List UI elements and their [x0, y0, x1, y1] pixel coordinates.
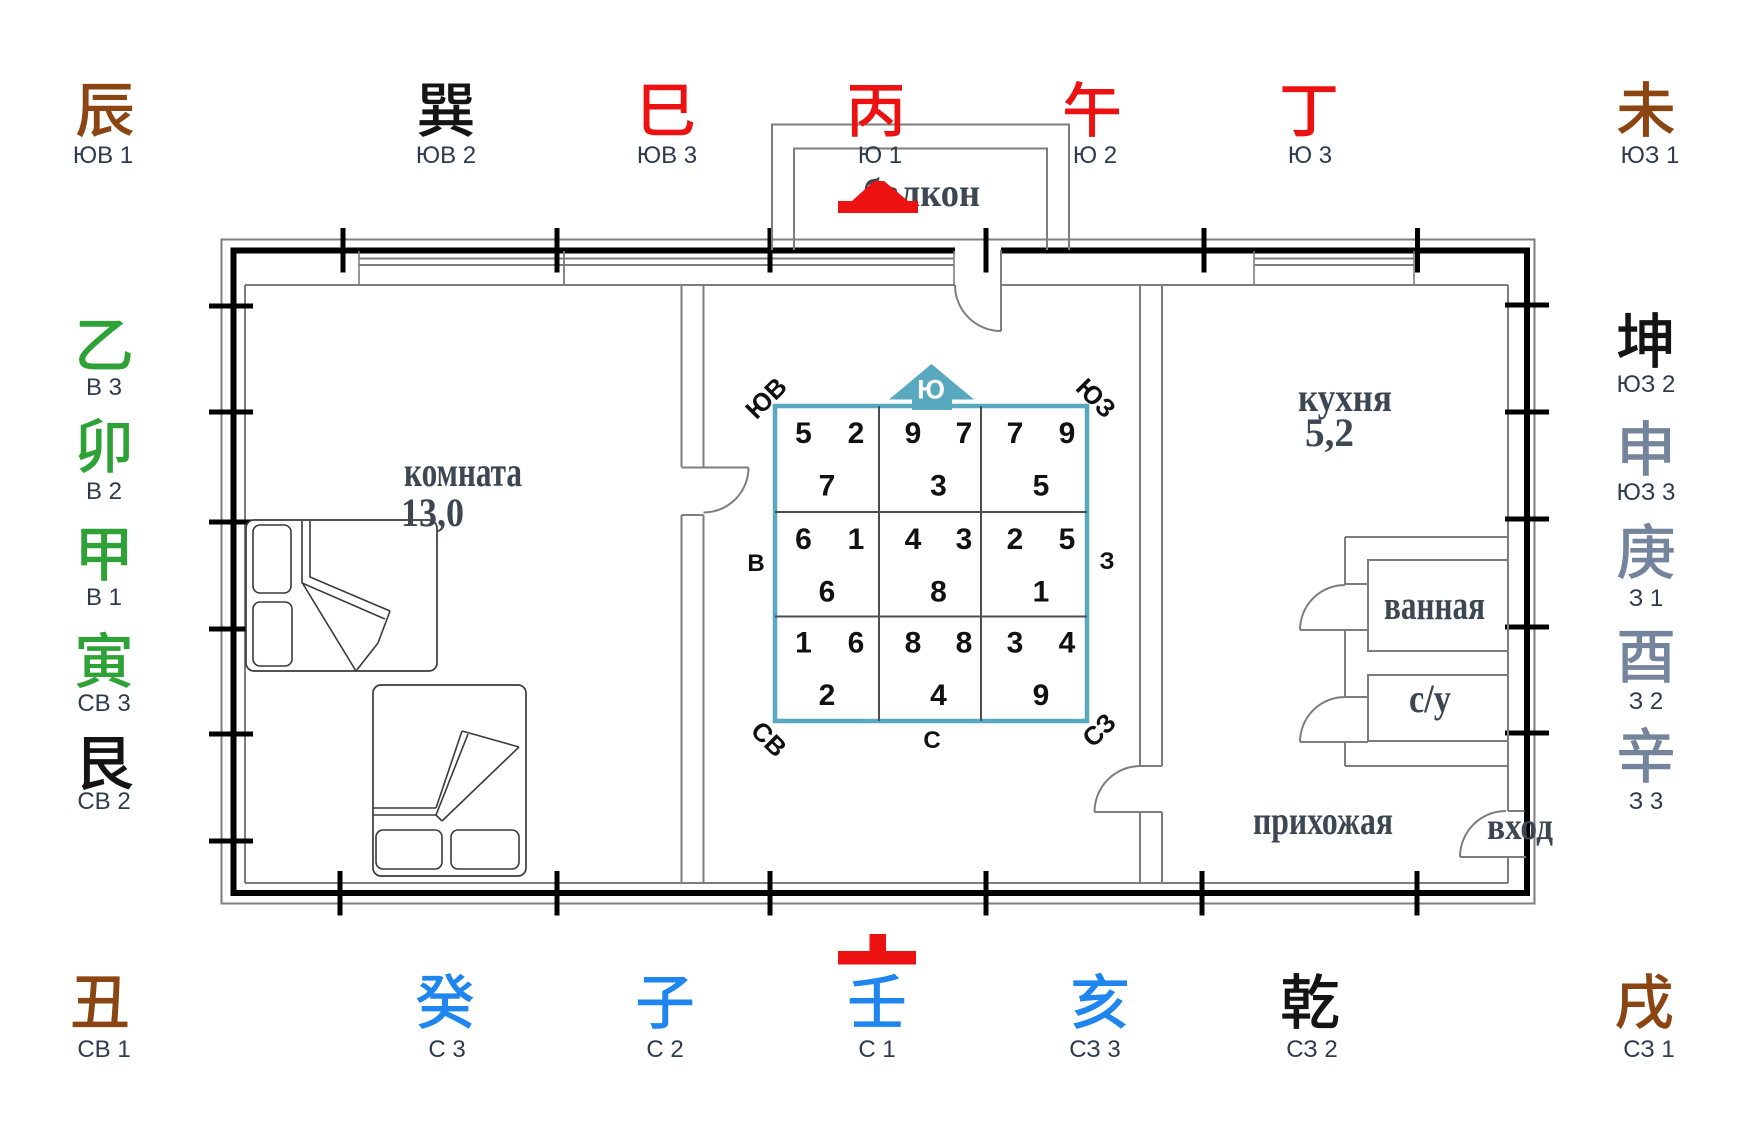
- svg-text:ванная: ванная: [1384, 582, 1485, 628]
- svg-text:ЮЗ 1: ЮЗ 1: [1621, 142, 1680, 169]
- svg-text:6: 6: [848, 627, 865, 660]
- svg-text:5: 5: [1033, 470, 1050, 503]
- svg-text:СЗ 3: СЗ 3: [1069, 1036, 1121, 1063]
- svg-text:6: 6: [795, 523, 812, 556]
- svg-text:2: 2: [848, 417, 865, 450]
- svg-text:ЮВ 2: ЮВ 2: [416, 142, 476, 169]
- svg-text:С 3: С 3: [428, 1036, 465, 1063]
- svg-text:с/у: с/у: [1409, 676, 1451, 721]
- svg-text:5: 5: [795, 417, 812, 450]
- svg-text:2: 2: [819, 679, 836, 712]
- svg-text:ЮЗ 3: ЮЗ 3: [1617, 479, 1676, 506]
- svg-text:С: С: [923, 727, 940, 754]
- svg-text:4: 4: [905, 523, 922, 556]
- svg-text:ЮВ 1: ЮВ 1: [73, 142, 133, 169]
- svg-text:3: 3: [930, 470, 947, 503]
- svg-text:8: 8: [956, 627, 973, 660]
- svg-text:СВ 2: СВ 2: [77, 788, 130, 815]
- svg-text:9: 9: [1059, 417, 1076, 450]
- svg-text:СЗ 1: СЗ 1: [1623, 1036, 1675, 1063]
- svg-text:3: 3: [956, 523, 973, 556]
- svg-text:2: 2: [1007, 523, 1024, 556]
- svg-text:В 2: В 2: [86, 478, 122, 505]
- svg-text:З: З: [1099, 548, 1114, 575]
- svg-text:вход: вход: [1487, 806, 1553, 848]
- svg-text:ЮЗ 2: ЮЗ 2: [1617, 371, 1676, 398]
- svg-text:1: 1: [1033, 576, 1050, 609]
- svg-text:9: 9: [1033, 679, 1050, 712]
- svg-text:8: 8: [905, 627, 922, 660]
- svg-text:кухня: кухня: [1298, 375, 1392, 420]
- svg-text:6: 6: [819, 576, 836, 609]
- svg-text:Ю 2: Ю 2: [1073, 142, 1117, 169]
- svg-text:Ю: Ю: [917, 375, 945, 405]
- svg-text:СЗ 2: СЗ 2: [1286, 1036, 1338, 1063]
- svg-text:СВ 1: СВ 1: [77, 1036, 130, 1063]
- svg-text:прихожая: прихожая: [1253, 798, 1393, 843]
- svg-text:ЮВ 3: ЮВ 3: [637, 142, 697, 169]
- svg-text:13,0: 13,0: [401, 490, 464, 535]
- svg-text:4: 4: [1059, 627, 1076, 660]
- svg-text:4: 4: [930, 679, 947, 712]
- svg-text:З 1: З 1: [1629, 585, 1664, 612]
- svg-text:5: 5: [1059, 523, 1076, 556]
- svg-text:Ю 3: Ю 3: [1288, 142, 1332, 169]
- svg-text:З 2: З 2: [1629, 688, 1664, 715]
- svg-text:3: 3: [1007, 627, 1024, 660]
- svg-text:В 1: В 1: [86, 584, 122, 611]
- svg-text:Ю 1: Ю 1: [858, 142, 902, 169]
- svg-text:1: 1: [848, 523, 865, 556]
- svg-text:СВ 3: СВ 3: [77, 690, 130, 717]
- svg-text:В: В: [747, 550, 764, 577]
- svg-text:С 2: С 2: [646, 1036, 683, 1063]
- svg-text:1: 1: [795, 627, 812, 660]
- svg-text:9: 9: [905, 417, 922, 450]
- svg-text:З 3: З 3: [1629, 788, 1664, 815]
- svg-text:С 1: С 1: [858, 1036, 895, 1063]
- svg-text:комната: комната: [404, 450, 522, 496]
- svg-text:В 3: В 3: [86, 374, 122, 401]
- svg-text:7: 7: [956, 417, 973, 450]
- svg-text:8: 8: [930, 576, 947, 609]
- svg-text:7: 7: [1007, 417, 1024, 450]
- svg-text:5,2: 5,2: [1305, 410, 1354, 455]
- svg-text:7: 7: [819, 470, 836, 503]
